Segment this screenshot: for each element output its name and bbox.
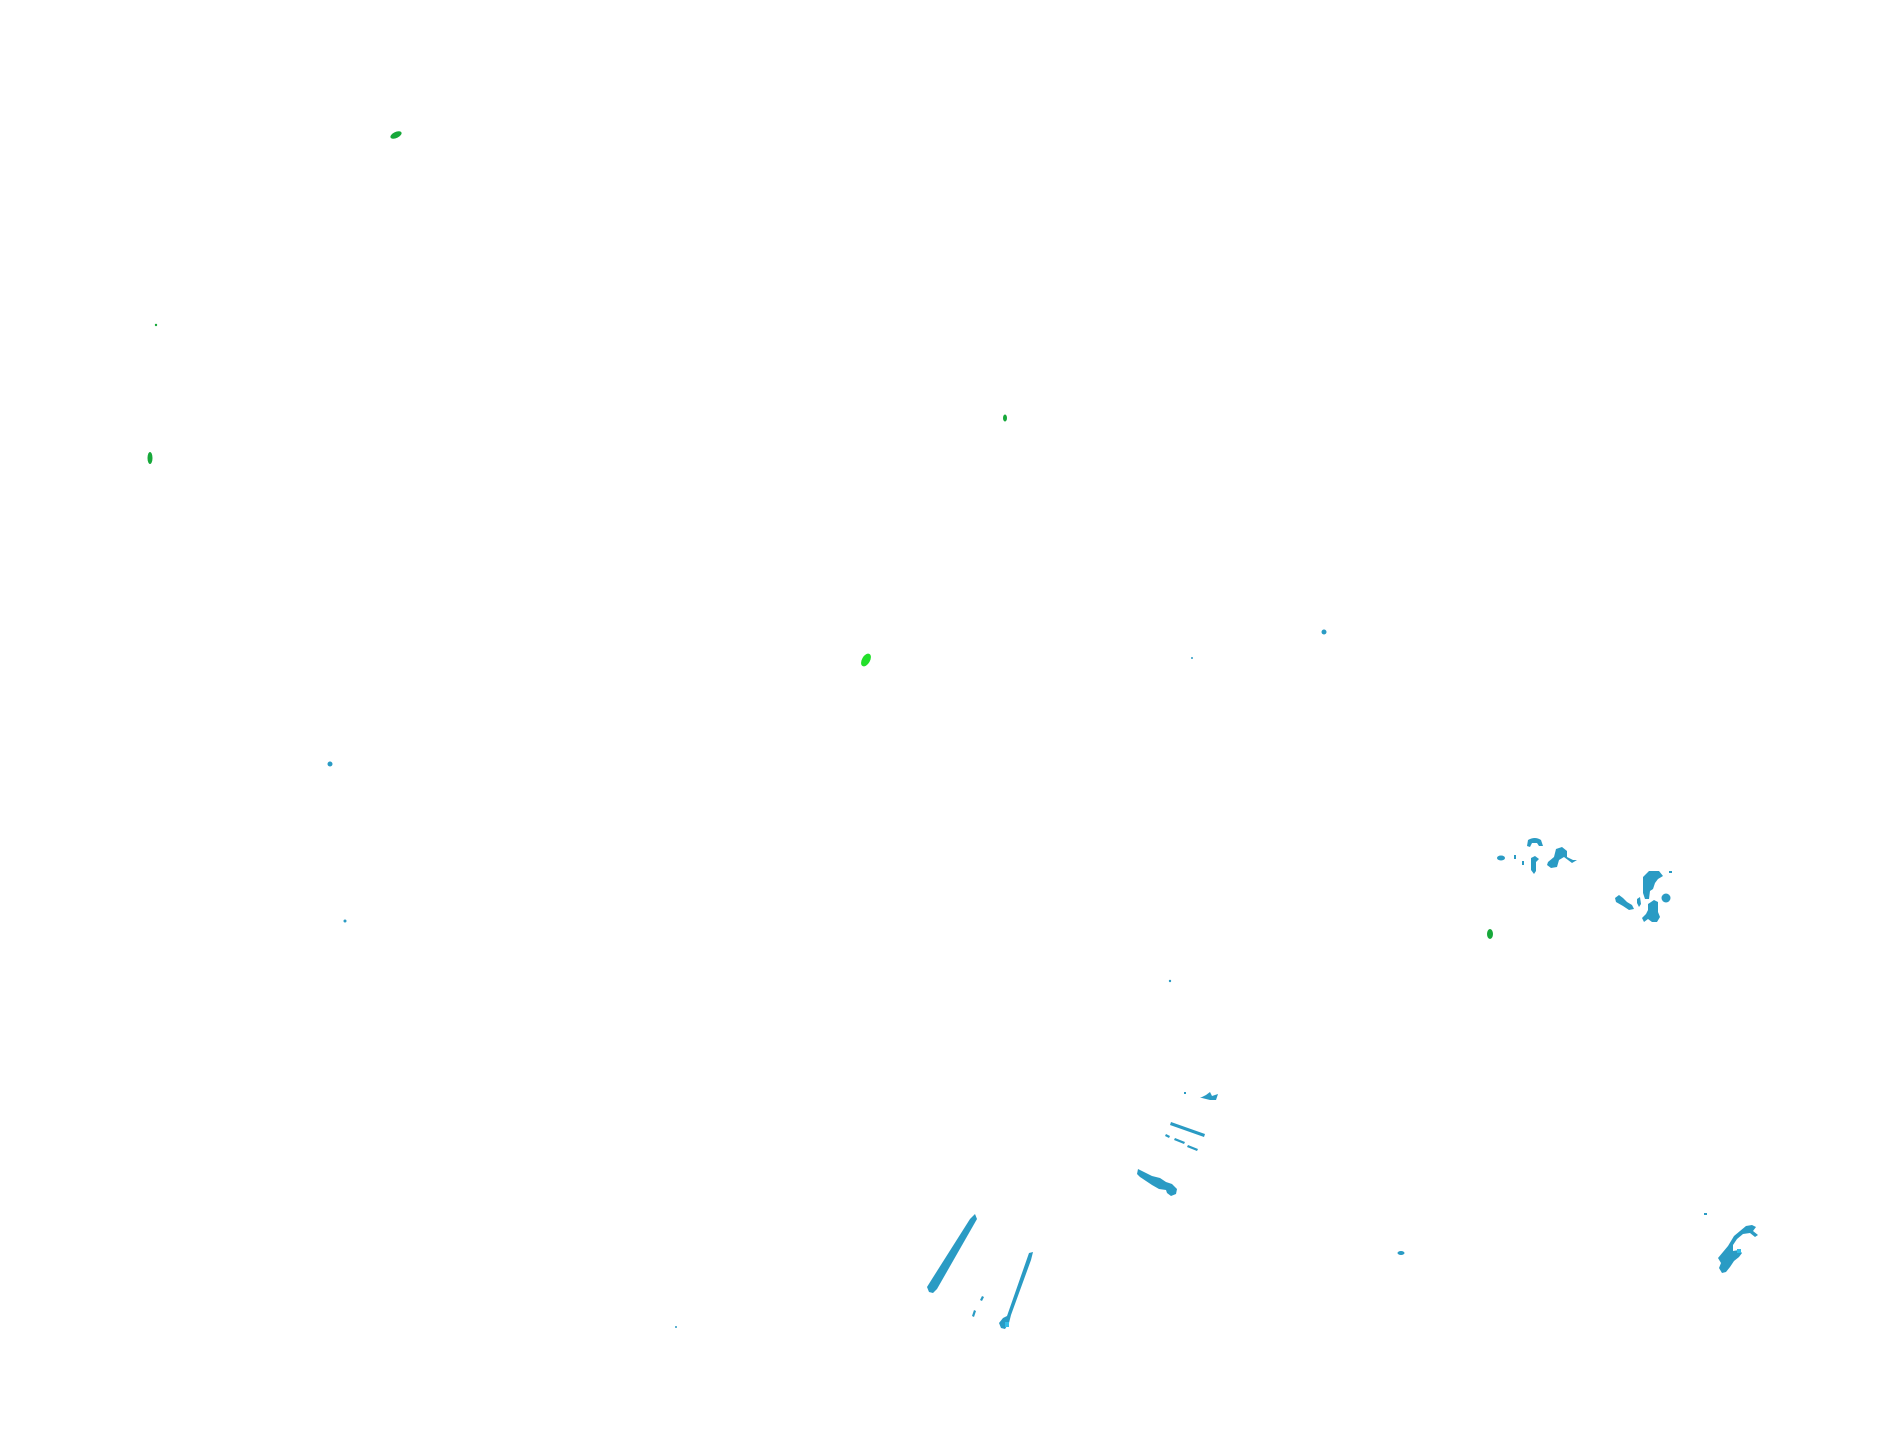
blue-blob xyxy=(1642,900,1660,922)
blue-blob xyxy=(1615,895,1634,910)
blue-blob xyxy=(1497,855,1505,861)
blue-blob xyxy=(1643,871,1663,899)
blue-dot xyxy=(1397,1251,1405,1255)
blue-streak xyxy=(1170,1122,1205,1137)
blue-blob xyxy=(1661,893,1671,903)
blue-dot xyxy=(1168,979,1172,983)
blue-blob xyxy=(1531,856,1539,874)
blue-dot xyxy=(1184,1092,1186,1094)
blue-streak xyxy=(999,1252,1033,1329)
blue-dot xyxy=(1321,629,1327,635)
blue-blob xyxy=(1637,897,1641,907)
blue-blob xyxy=(1669,871,1672,873)
green-blob xyxy=(1003,414,1007,422)
blue-echoes xyxy=(327,629,1758,1329)
green-blob xyxy=(390,131,402,139)
blue-blob xyxy=(1137,1169,1177,1196)
blue-blob xyxy=(972,1310,976,1317)
blue-streak xyxy=(1165,1134,1170,1138)
blue-blob xyxy=(980,1296,984,1301)
blue-blob xyxy=(1200,1092,1218,1100)
blue-dot xyxy=(327,761,333,767)
blue-blob xyxy=(1718,1225,1758,1273)
blue-dot xyxy=(675,1326,677,1328)
blue-dot xyxy=(343,919,347,923)
green-blob xyxy=(861,653,871,667)
blue-streak xyxy=(1187,1145,1198,1151)
blue-streak xyxy=(1174,1138,1185,1144)
green-dot xyxy=(154,323,158,327)
blue-blob-core xyxy=(1005,1322,1009,1327)
green-blob xyxy=(147,452,153,464)
blue-blob xyxy=(1522,861,1524,865)
blue-blob xyxy=(1527,838,1543,847)
green-blob xyxy=(1487,929,1493,939)
blue-dot xyxy=(1704,1213,1707,1215)
blue-blob xyxy=(1547,847,1577,868)
blue-blob xyxy=(1514,855,1516,859)
blue-dot xyxy=(1191,657,1193,659)
green-echoes xyxy=(147,131,1493,939)
blue-streak xyxy=(927,1214,977,1293)
blue-blob-core xyxy=(1737,1249,1741,1253)
